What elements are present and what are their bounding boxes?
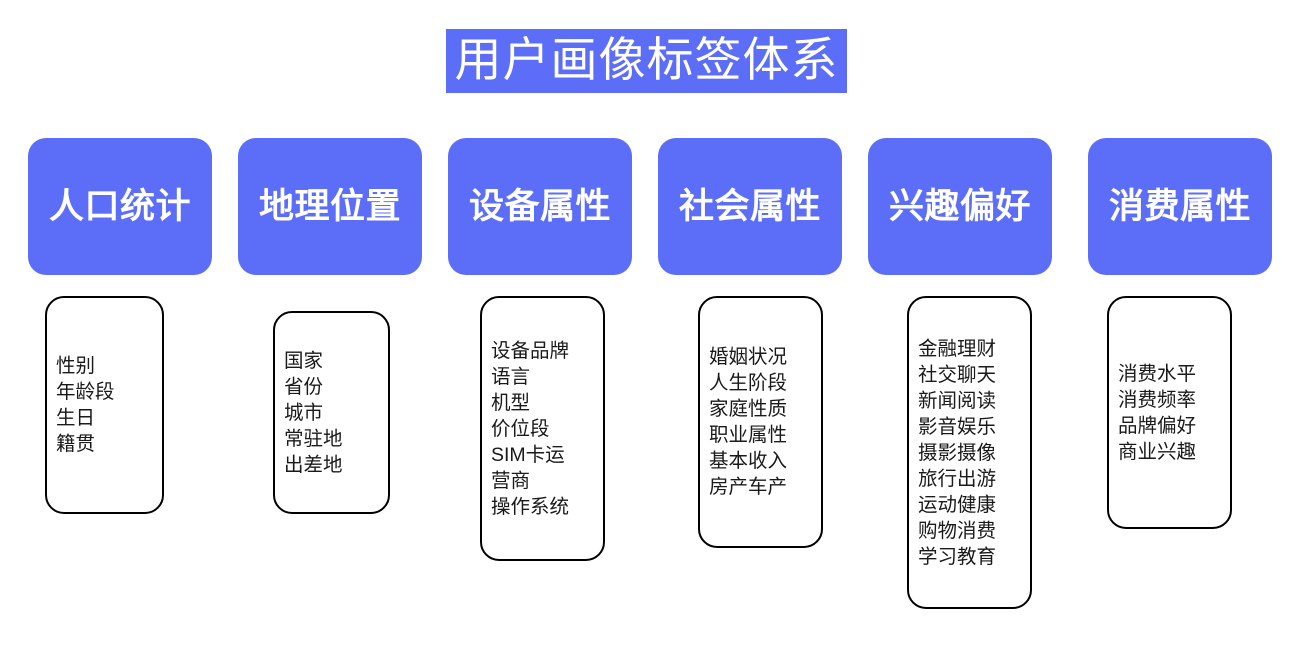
list-item: 消费水平: [1118, 362, 1197, 385]
category-items-device: 设备品牌 语言 机型 价位段 SIM卡运 营商 操作系统: [480, 296, 605, 561]
list-item: 性别: [56, 355, 96, 377]
category-header-geography[interactable]: 地理位置: [238, 138, 422, 275]
list-item: 设备品牌: [491, 339, 570, 362]
category-items-consumption: 消费水平 消费频率 品牌偏好 商业兴趣: [1107, 296, 1232, 529]
list-item: 购物消费: [918, 519, 997, 542]
list-item: 房产车产: [709, 476, 788, 498]
list-item: 金融理财: [918, 337, 997, 360]
category-header-demographics[interactable]: 人口统计: [28, 138, 212, 275]
category-column-demographics: 人口统计 性别 年龄段 生日 籍贯: [28, 138, 212, 514]
list-item: 社交聊天: [918, 363, 997, 386]
list-item: 商业兴趣: [1118, 440, 1197, 463]
list-item: 省份: [284, 375, 324, 398]
list-item: 消费频率: [1118, 388, 1197, 411]
list-item: 影音娱乐: [918, 415, 997, 438]
list-item: 操作系统: [491, 495, 570, 518]
list-item: 国家: [284, 349, 324, 372]
list-item: 机型: [491, 391, 531, 414]
list-item: SIM卡运: [491, 443, 565, 466]
list-item: 婚姻状况: [709, 346, 788, 368]
category-header-label: 人口统计: [48, 187, 191, 226]
category-column-geography: 地理位置 国家 省份 城市 常驻地 出差地: [238, 138, 422, 514]
category-header-label: 消费属性: [1108, 187, 1251, 226]
list-item: 城市: [284, 401, 324, 424]
category-items-interests: 金融理财 社交聊天 新闻阅读 影音娱乐 摄影摄像 旅行出游 运动健康 购物消费 …: [907, 296, 1032, 609]
list-item: 学习教育: [918, 545, 997, 568]
category-header-label: 设备属性: [468, 187, 611, 226]
list-item: 价位段: [491, 417, 550, 440]
list-item: 家庭性质: [709, 398, 788, 420]
category-items-social: 婚姻状况 人生阶段 家庭性质 职业属性 基本收入 房产车产: [698, 296, 823, 548]
list-item: 年龄段: [56, 381, 115, 403]
category-column-device: 设备属性 设备品牌 语言 机型 价位段 SIM卡运 营商 操作系统: [448, 138, 632, 561]
list-item: 语言: [491, 365, 531, 388]
category-items-demographics: 性别 年龄段 生日 籍贯: [45, 296, 164, 514]
list-item: 新闻阅读: [918, 389, 997, 412]
category-column-interests: 兴趣偏好 金融理财 社交聊天 新闻阅读 影音娱乐 摄影摄像 旅行出游 运动健康 …: [868, 138, 1052, 609]
list-item: 摄影摄像: [918, 441, 997, 464]
list-item: 运动健康: [918, 493, 997, 516]
list-item: 旅行出游: [918, 467, 997, 490]
diagram-title-banner: 用户画像标签体系: [446, 29, 847, 93]
category-header-device[interactable]: 设备属性: [448, 138, 632, 275]
list-item: 职业属性: [709, 424, 788, 446]
list-item: 出差地: [284, 453, 343, 476]
category-header-label: 兴趣偏好: [888, 187, 1031, 226]
category-header-consumption[interactable]: 消费属性: [1088, 138, 1272, 275]
list-item: 生日: [56, 407, 96, 429]
category-header-label: 地理位置: [258, 187, 401, 226]
list-item: 品牌偏好: [1118, 414, 1197, 437]
category-column-consumption: 消费属性 消费水平 消费频率 品牌偏好 商业兴趣: [1088, 138, 1272, 529]
page-title: 用户画像标签体系: [454, 34, 839, 87]
list-item: 基本收入: [709, 450, 788, 472]
category-header-label: 社会属性: [678, 187, 821, 226]
list-item: 籍贯: [56, 433, 96, 455]
category-items-geography: 国家 省份 城市 常驻地 出差地: [273, 311, 390, 514]
list-item: 人生阶段: [709, 372, 788, 394]
category-header-interests[interactable]: 兴趣偏好: [868, 138, 1052, 275]
category-column-social: 社会属性 婚姻状况 人生阶段 家庭性质 职业属性 基本收入 房产车产: [658, 138, 842, 548]
list-item: 营商: [491, 469, 531, 492]
category-header-social[interactable]: 社会属性: [658, 138, 842, 275]
list-item: 常驻地: [284, 427, 343, 450]
